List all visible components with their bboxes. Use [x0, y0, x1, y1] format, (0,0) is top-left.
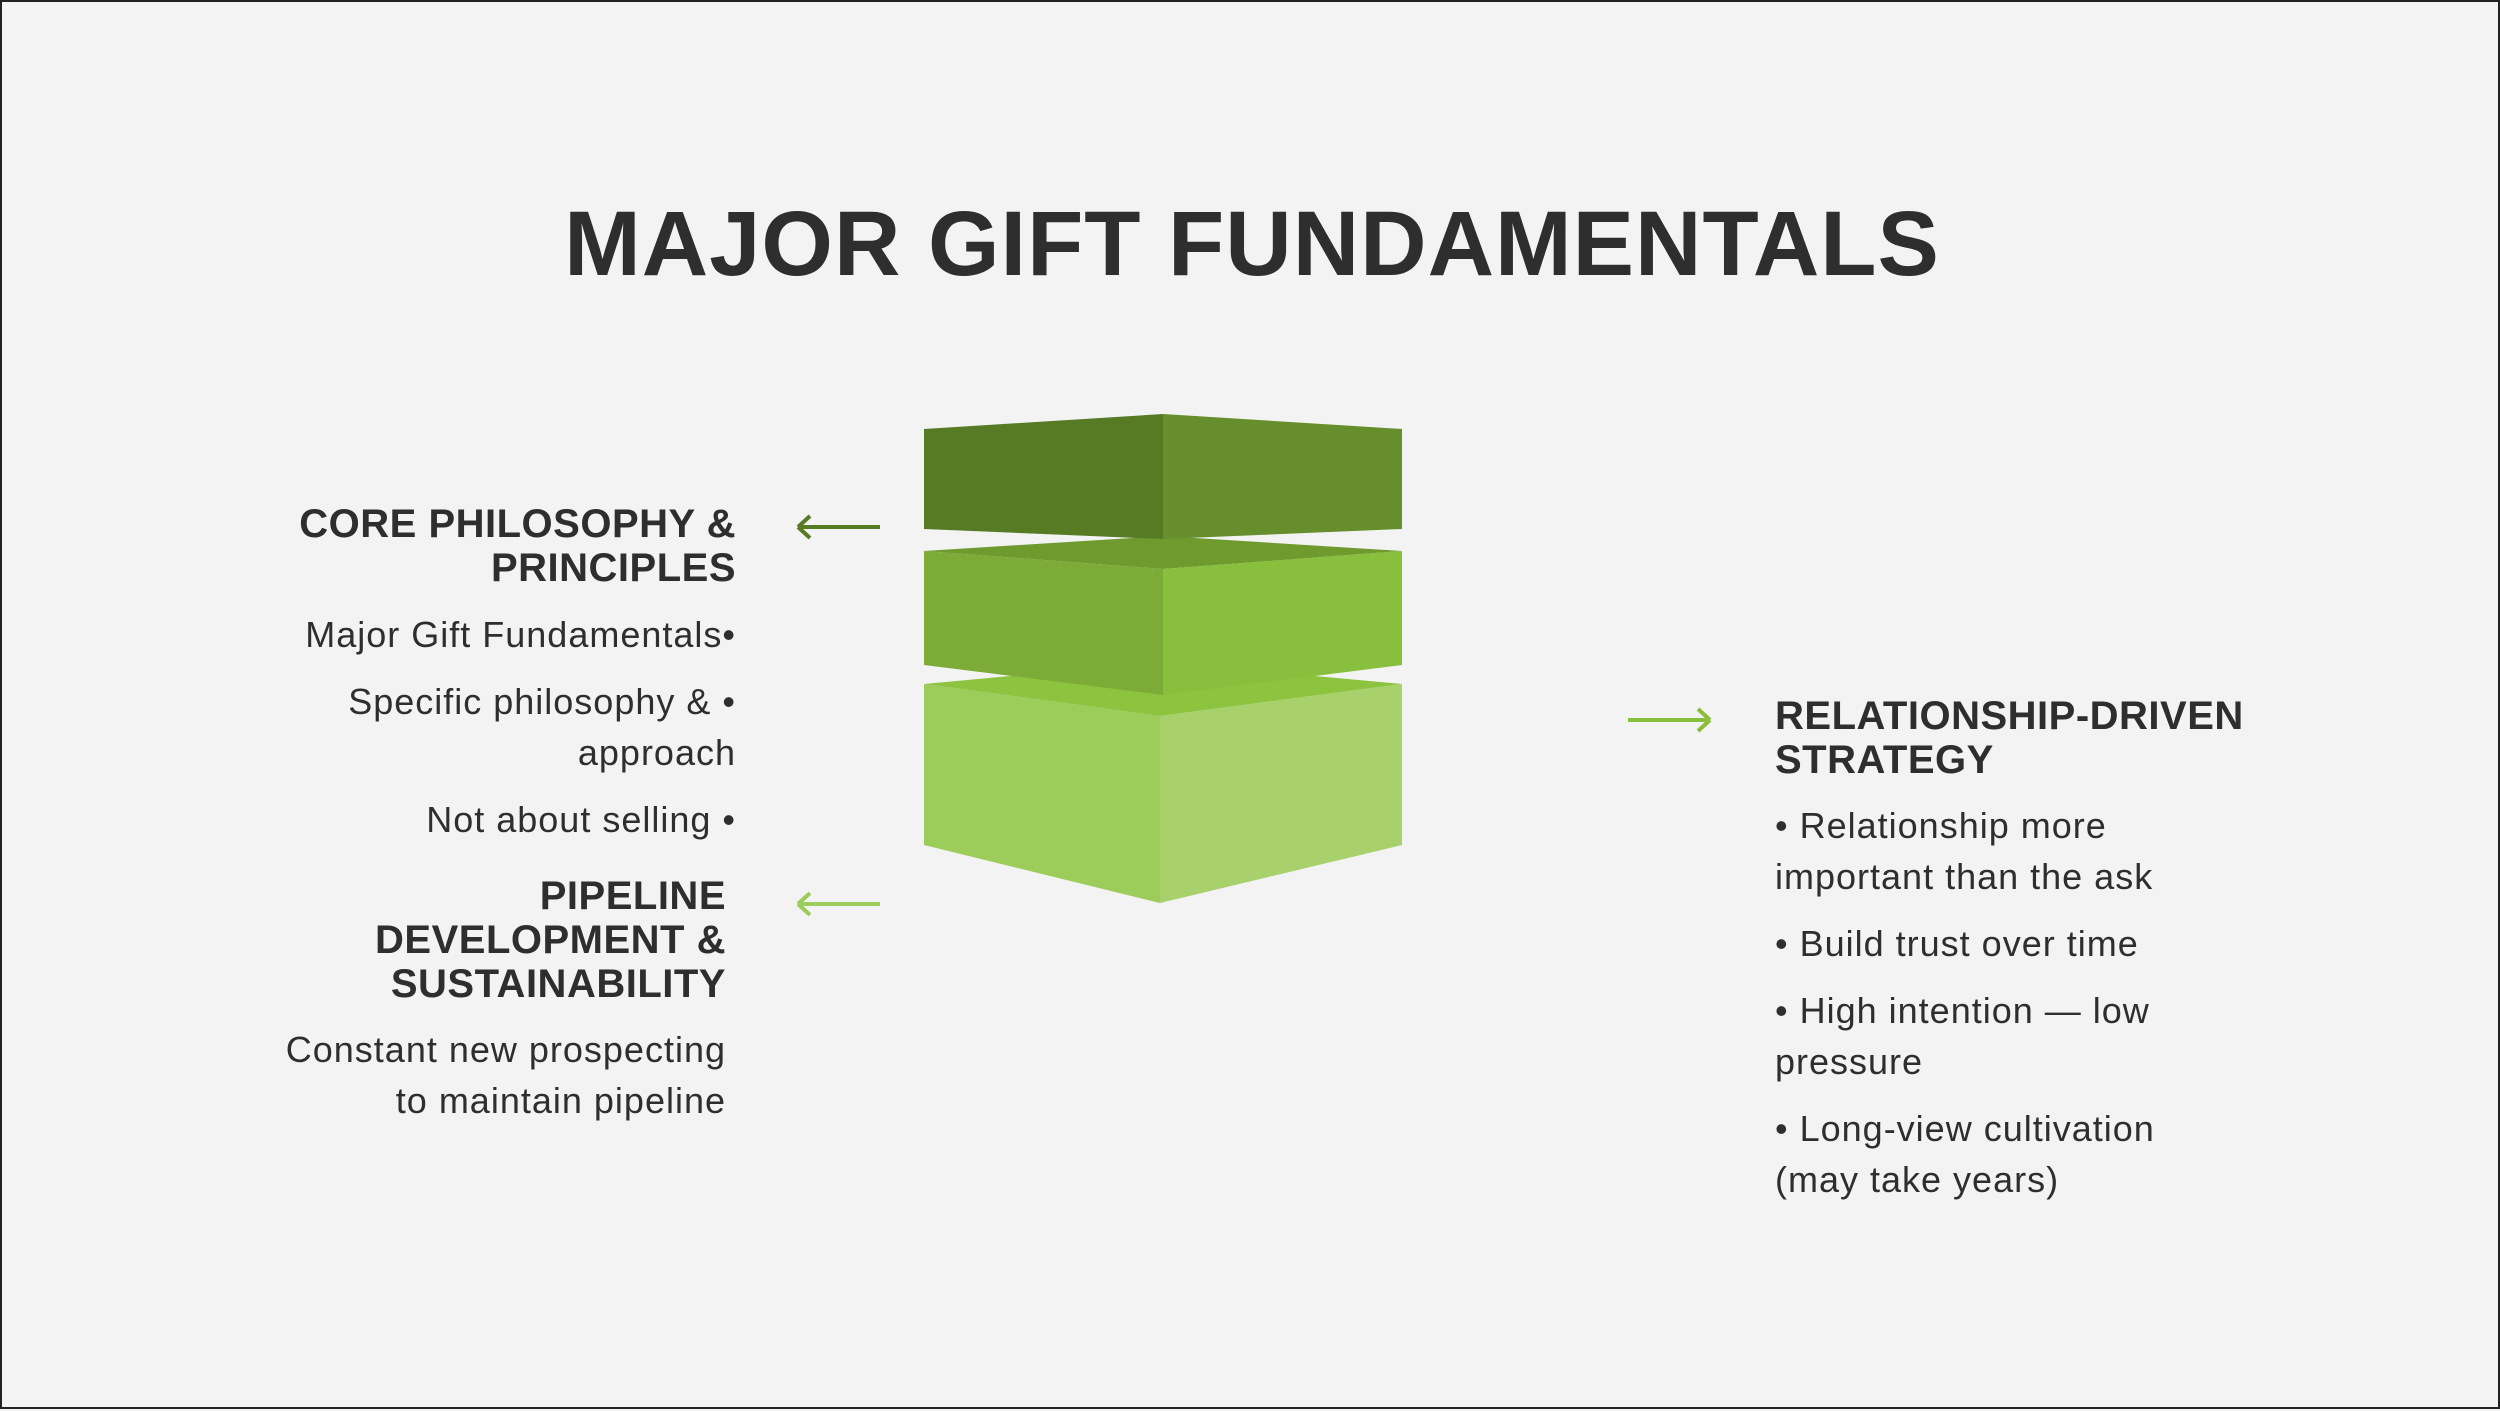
list-item: • Long-view cultivation	[1775, 1108, 2155, 1149]
middle-layer	[924, 536, 1402, 695]
heading-line: PRINCIPLES	[490, 546, 736, 590]
list-item: pressure	[1775, 1041, 1924, 1082]
heading-line: RELATIONSHIP-DRIVEN	[1775, 694, 2244, 738]
middle-layer-top-face	[924, 536, 1402, 569]
page-title: MAJOR GIFT FUNDAMENTALS	[564, 193, 1940, 295]
bottom-layer-left-face	[924, 684, 1160, 903]
list-item: approach	[577, 732, 736, 773]
bottom-layer	[924, 662, 1402, 903]
arrow-right-icon	[1628, 707, 1712, 733]
core-philosophy-list: Major Gift Fundamentals• Specific philos…	[36, 609, 736, 861]
heading-line: STRATEGY	[1775, 738, 1994, 782]
list-item: Specific philosophy & •	[348, 681, 736, 722]
list-item: Major Gift Fundamentals•	[305, 614, 736, 655]
list-item: Not about selling •	[426, 799, 736, 840]
core-philosophy-heading: CORE PHILOSOPHY & PRINCIPLES	[136, 502, 736, 590]
heading-line: PIPELINE	[539, 874, 726, 918]
heading-line: DEVELOPMENT &	[375, 918, 726, 962]
top-layer-right-face	[1163, 414, 1402, 539]
list-item: • Build trust over time	[1775, 923, 2139, 964]
pipeline-heading: PIPELINE DEVELOPMENT & SUSTAINABILITY	[126, 874, 726, 1006]
heading-line: SUSTAINABILITY	[390, 962, 726, 1006]
list-item: • Relationship more	[1775, 805, 2107, 846]
list-item: • High intention — low	[1775, 990, 2150, 1031]
pipeline-list: Constant new prospecting to maintain pip…	[26, 1024, 726, 1126]
arrow-left-icon	[796, 514, 880, 540]
list-item: (may take years)	[1775, 1159, 2060, 1200]
middle-layer-left-face	[924, 551, 1163, 695]
middle-layer-right-face	[1163, 551, 1402, 695]
heading-line: CORE PHILOSOPHY &	[299, 502, 736, 546]
list-item: important than the ask	[1775, 856, 2154, 897]
list-item: to maintain pipeline	[395, 1080, 726, 1121]
bottom-layer-right-face	[1160, 684, 1402, 903]
top-layer-left-face	[924, 414, 1163, 539]
arrow-left-icon	[796, 891, 880, 917]
top-layer	[924, 414, 1402, 539]
relationship-heading: RELATIONSHIP-DRIVEN STRATEGY	[1775, 694, 2475, 782]
relationship-list: • Relationship more important than the a…	[1775, 800, 2475, 1221]
list-item: Constant new prospecting	[285, 1029, 726, 1070]
